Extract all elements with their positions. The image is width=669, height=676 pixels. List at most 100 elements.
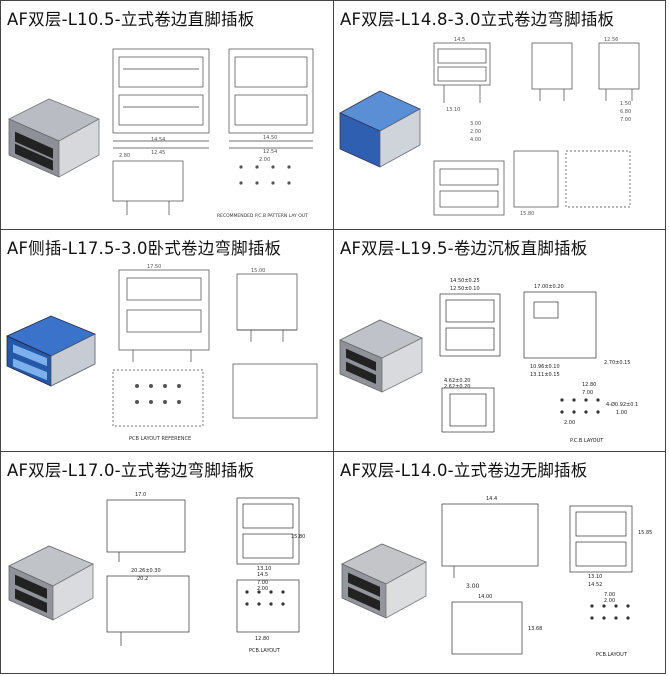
dimension-label: 14.50 [263,135,277,141]
dimension-label: 20.2 [137,576,148,582]
technical-drawing: 14.4 15.85 13.10 14.52 3.00 14.00 13.68 … [341,496,652,658]
dimension-label: 15.00 [251,268,265,274]
pcb-holes [245,590,285,606]
top-view [118,269,210,362]
dimension-label: 14.00 [478,594,492,600]
connector-photo [8,545,94,621]
pcb-layout [112,363,318,427]
dimension-label: 14.50±0.25 [450,278,480,284]
dimension-label: 13.10 [257,566,271,572]
dimension-label: 2.00 [470,129,481,135]
front-view [236,497,300,565]
side-view [228,48,314,149]
dimension-label: 14.5 [257,572,268,578]
dimension-label: 3.00 [470,121,481,127]
dimension-label: 13.10 [588,574,602,580]
connector-photo [6,315,96,387]
pcb-caption: RECOMMENDED P.C.B PATTERN LAY OUT [217,213,308,219]
dimension-label: 17.50 [147,264,161,270]
dimension-label: 17.0 [135,492,146,498]
dimension-label: 12.80 [582,382,596,388]
product-title: AF侧插-L17.5-3.0卧式卷边弯脚插板 [7,239,282,258]
pcb-caption: PCB.LAYOUT [249,648,281,654]
technical-drawing: 14.5 13.10 12.56 15.80 1.50 6.80 7.00 3.… [339,37,640,217]
bottom-view [441,387,495,433]
dimension-label: 4.62±0.20 [444,378,470,384]
technical-drawing: 17.0 20.26±0.30 20.2 13.10 14.5 15.80 7.… [8,492,305,654]
dimension-label: 14.5 [454,37,465,43]
pcb-pattern [239,165,291,185]
dimension-label: 12.50±0.10 [450,286,480,292]
grid-divider-row-1 [0,229,666,230]
dimension-label: 2.80 [119,153,130,159]
product-title: AF双层-L14.8-3.0立式卷边弯脚插板 [340,10,615,29]
dimension-label: 4-Ø0.92±0.1 [606,401,638,408]
dimension-label: 14.52 [588,582,602,588]
dimension-label: 7.00 [604,592,615,598]
dimension-label: 12.56 [604,37,618,43]
dimension-label: 3.00 [466,583,480,590]
dimension-label: 15.85 [638,530,652,536]
dimension-label: 13.11±0.15 [530,372,560,378]
dimension-label: 2.70±0.15 [604,360,630,366]
dimension-label: 13.68 [528,626,542,632]
pcb-holes [590,604,630,620]
technical-drawing: 17.50 15.00 PCB LAYOUT REFERENCE [6,264,318,442]
side-view [523,291,597,359]
side-view [236,273,298,342]
dimension-label: 12.80 [255,636,269,642]
front-view [439,293,501,357]
front-view [112,48,210,149]
pcb-caption: PCB LAYOUT REFERENCE [129,436,191,442]
dimension-label: 2.00 [564,420,575,426]
pcb-caption: PCB.LAYOUT [596,652,628,658]
product-cell-6: AF双层-L14.0-立式卷边无脚插板 14.4 15.85 [334,452,666,674]
product-cell-5: AF双层-L17.0-立式卷边弯脚插板 [1,452,333,674]
dimension-label: 2.00 [257,586,268,592]
dimension-label: 7.00 [620,117,631,123]
product-cell-1: AF双层-L10.5-立式卷边直脚插板 [1,1,333,229]
product-title: AF双层-L10.5-立式卷边直脚插板 [7,10,255,29]
dimension-label: 7.00 [582,390,593,396]
dimension-label: 14.54 [151,137,165,143]
side-view [441,503,539,655]
pcb-layout [236,579,300,633]
side-view [531,42,640,101]
connector-photo [339,319,423,393]
grid-divider-vertical [333,0,334,674]
dimension-label: 2.00 [259,157,270,163]
product-title: AF双层-L19.5-卷边沉板直脚插板 [340,239,588,258]
connector-photo [339,90,421,168]
product-cell-3: AF侧插-L17.5-3.0卧式卷边弯脚插板 [1,230,333,451]
dimension-label: 15.80 [291,534,305,540]
product-title: AF双层-L14.0-立式卷边无脚插板 [340,461,588,480]
connector-photo [341,543,427,619]
grid-divider-row-2 [0,451,666,452]
dimension-label: 10.96±0.10 [530,364,560,370]
pcb-holes [560,398,600,414]
front-view [569,505,633,573]
bottom-view [433,150,631,216]
dimension-label: 1.00 [616,410,627,416]
dimension-label: 20.26±0.30 [131,568,161,574]
dimension-label: 7.00 [257,580,268,586]
dimension-label: 4.00 [470,137,481,143]
dimension-label: 17.00±0.20 [534,284,564,290]
dimension-label: 12.45 [151,150,165,156]
dimension-label: 2.62±0.20 [444,384,470,390]
dimension-label: 2.00 [604,598,615,604]
product-title: AF双层-L17.0-立式卷边弯脚插板 [7,461,255,480]
product-cell-4: AF双层-L19.5-卷边沉板直脚插板 14.50±0.2 [334,230,666,451]
dimension-label: 1.50 [620,101,631,107]
technical-drawing: 14.50±0.25 12.50±0.10 17.00±0.20 10.96±0… [339,278,638,444]
bottom-view [112,160,184,215]
front-view [433,42,491,103]
dimension-label: 12.54 [263,149,277,155]
pcb-holes [135,384,181,404]
technical-drawing: 14.54 12.45 14.50 12.54 2.00 2.80 RECOMM… [8,48,314,219]
product-cell-2: AF双层-L14.8-3.0立式卷边弯脚插板 14.5 13.10 12.56 [334,1,666,229]
dimension-label: 6.80 [620,109,631,115]
pcb-caption: P.C.B LAYOUT [570,438,604,444]
dimension-label: 14.4 [486,496,497,502]
